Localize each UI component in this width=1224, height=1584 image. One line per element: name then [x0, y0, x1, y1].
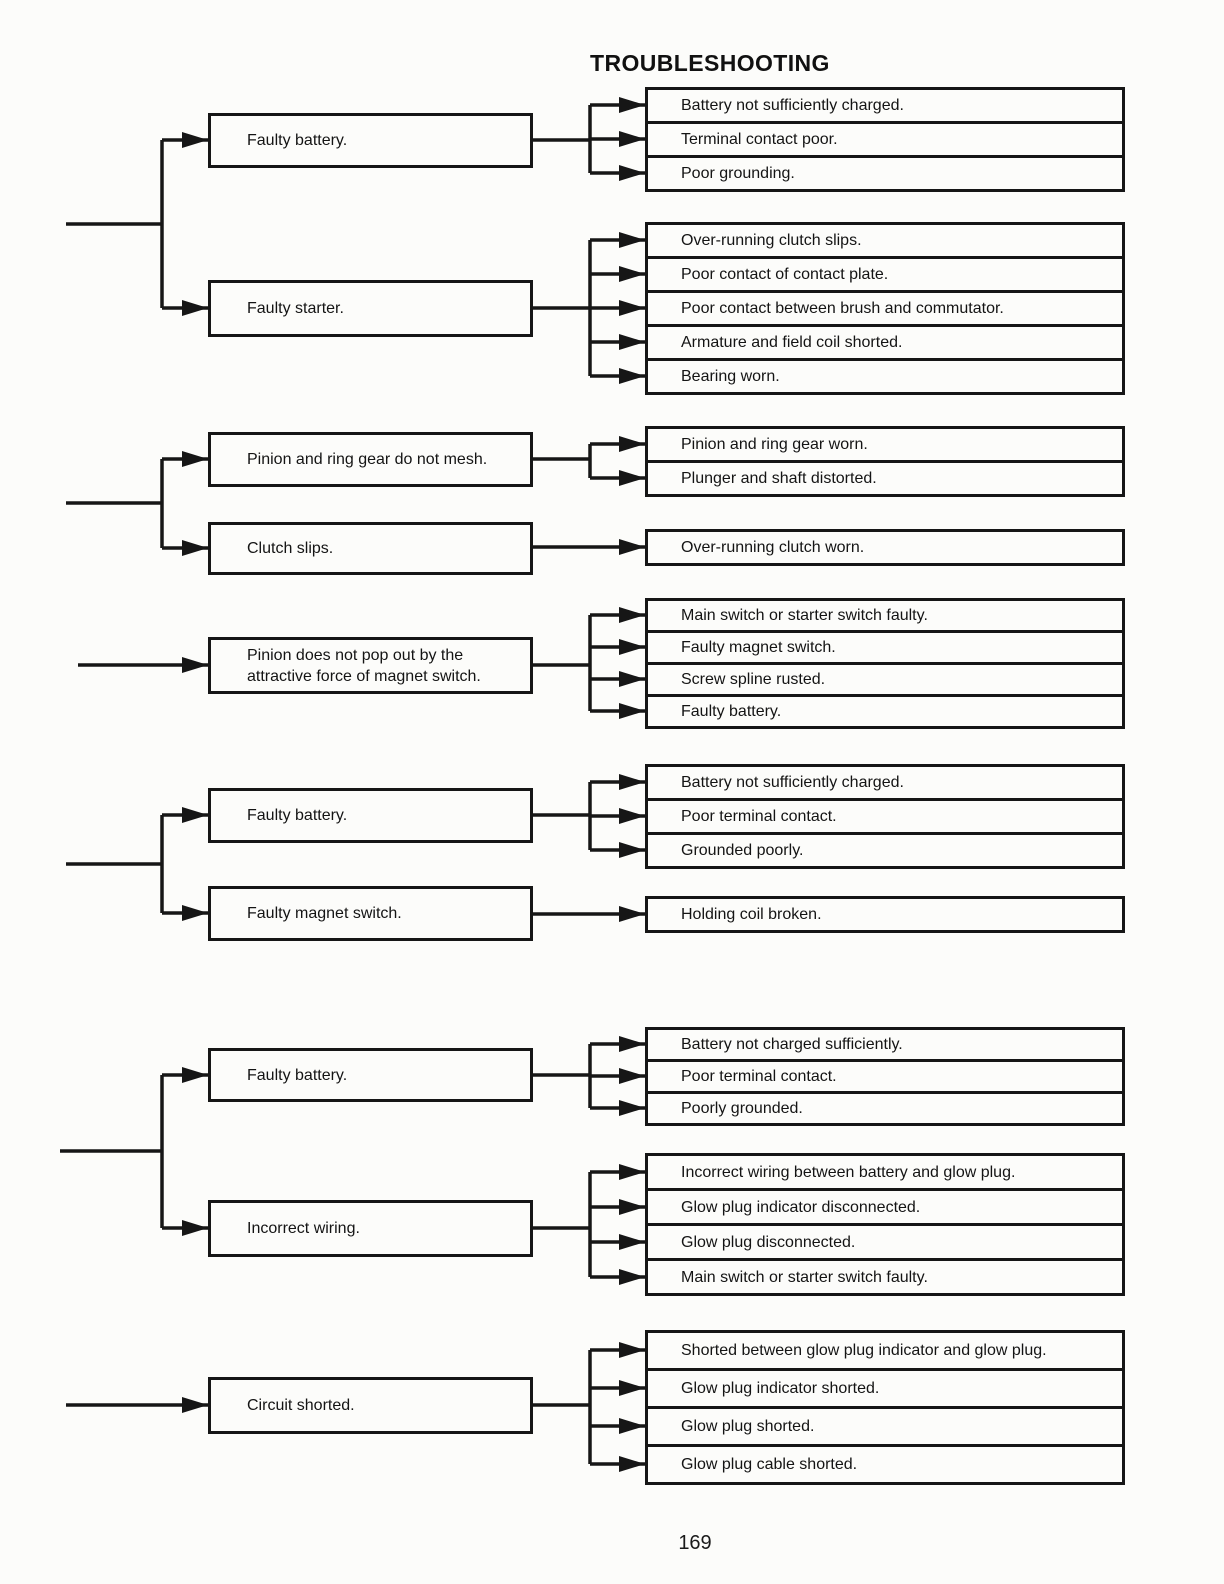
cause-box: Main switch or starter switch faulty.: [645, 1258, 1125, 1296]
cause-box: Main switch or starter switch faulty.: [645, 598, 1125, 633]
cause-box: Terminal contact poor.: [645, 121, 1125, 158]
cause-box: Shorted between glow plug indicator and …: [645, 1330, 1125, 1371]
fault-box: Faulty battery.: [208, 113, 533, 168]
cause-box: Glow plug indicator shorted.: [645, 1368, 1125, 1409]
cause-box: Poor grounding.: [645, 155, 1125, 192]
cause-box: Holding coil broken.: [645, 896, 1125, 933]
cause-box: Screw spline rusted.: [645, 662, 1125, 697]
cause-box: Poorly grounded.: [645, 1091, 1125, 1126]
cause-box: Over-running clutch slips.: [645, 222, 1125, 259]
cause-box: Incorrect wiring between battery and glo…: [645, 1153, 1125, 1191]
flow-arrows: [66, 97, 645, 1472]
fault-box: Pinion does not pop out by the attractiv…: [208, 637, 533, 694]
cause-box: Glow plug shorted.: [645, 1406, 1125, 1447]
cause-box: Poor contact of contact plate.: [645, 256, 1125, 293]
cause-box: Glow plug cable shorted.: [645, 1444, 1125, 1485]
cause-box: Grounded poorly.: [645, 832, 1125, 869]
cause-box: Armature and field coil shorted.: [645, 324, 1125, 361]
page-number: 169: [678, 1532, 712, 1554]
cause-box: Glow plug disconnected.: [645, 1223, 1125, 1261]
fault-box: Clutch slips.: [208, 522, 533, 575]
fault-box: Faulty starter.: [208, 280, 533, 337]
fault-box: Circuit shorted.: [208, 1377, 533, 1434]
cause-box: Poor contact between brush and commutato…: [645, 290, 1125, 327]
fault-box: Pinion and ring gear do not mesh.: [208, 432, 533, 487]
cause-box: Pinion and ring gear worn.: [645, 426, 1125, 463]
cause-box: Faulty battery.: [645, 694, 1125, 729]
fault-box: Incorrect wiring.: [208, 1200, 533, 1257]
cause-box: Poor terminal contact.: [645, 798, 1125, 835]
cause-box: Glow plug indicator disconnected.: [645, 1188, 1125, 1226]
fault-box: Faulty battery.: [208, 1048, 533, 1102]
cause-box: Battery not sufficiently charged.: [645, 87, 1125, 124]
cause-box: Plunger and shaft distorted.: [645, 460, 1125, 497]
page-title: TROUBLESHOOTING: [590, 50, 830, 76]
cause-box: Battery not charged sufficiently.: [645, 1027, 1125, 1062]
fault-box: Faulty magnet switch.: [208, 886, 533, 941]
cause-box: Battery not sufficiently charged.: [645, 764, 1125, 801]
cause-box: Faulty magnet switch.: [645, 630, 1125, 665]
cause-box: Over-running clutch worn.: [645, 529, 1125, 566]
flow-lines: [60, 105, 592, 1464]
cause-box: Poor terminal contact.: [645, 1059, 1125, 1094]
cause-box: Bearing worn.: [645, 358, 1125, 395]
fault-box: Faulty battery.: [208, 788, 533, 843]
